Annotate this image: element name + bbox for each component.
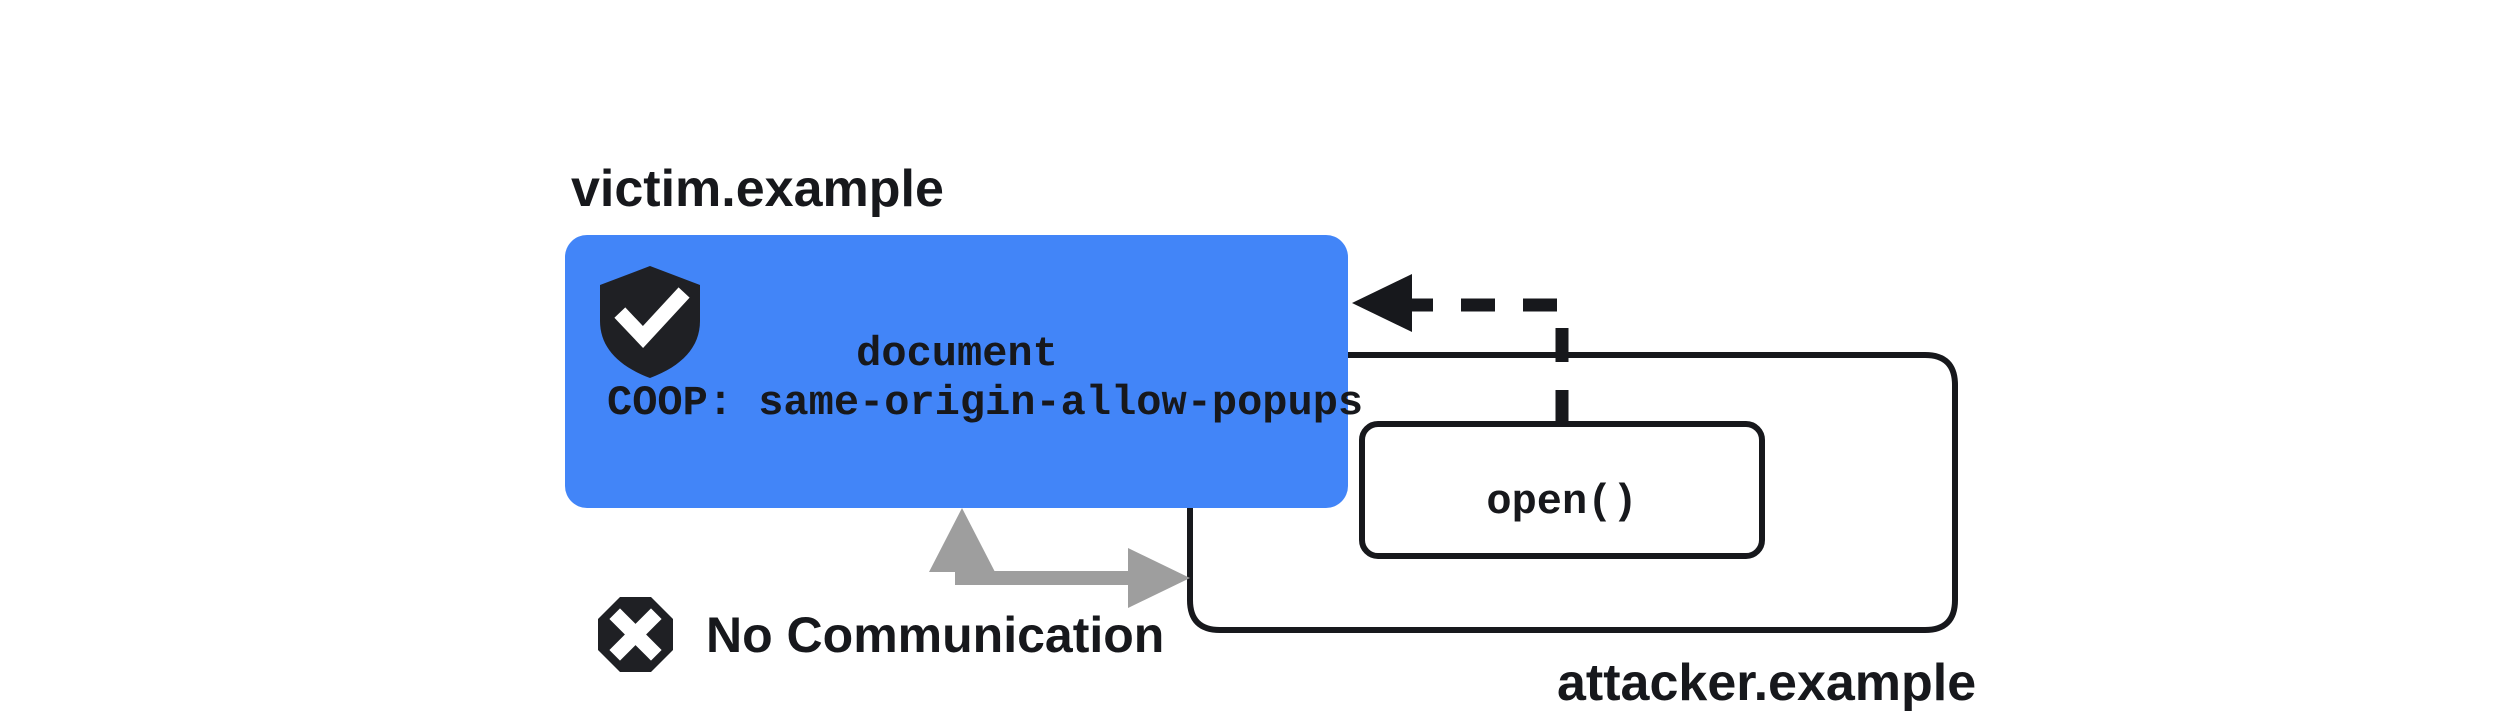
victim-coop-header-label: COOP: same-origin-allow-popups (607, 379, 1363, 427)
attacker-frame-label: attacker.example (1557, 654, 1976, 712)
dashed-arrow-head-icon (1352, 274, 1412, 332)
octagon-x-icon (598, 597, 673, 672)
victim-document-box[interactable] (565, 235, 1348, 508)
victim-document-label: document (856, 330, 1058, 378)
shield-check-icon (600, 266, 700, 378)
victim-frame-label: victim.example (571, 160, 944, 218)
open-dashed-arrow (1352, 274, 1569, 424)
gray-arrow-head-right-icon (1128, 548, 1190, 608)
blocked-communication-arrow (929, 508, 1190, 608)
no-communication-label: No Communication (706, 607, 1164, 663)
open-call-label: open() (1486, 478, 1637, 526)
attacker-frame-outline (1187, 352, 1958, 633)
gray-arrow-head-up-icon (929, 508, 995, 572)
